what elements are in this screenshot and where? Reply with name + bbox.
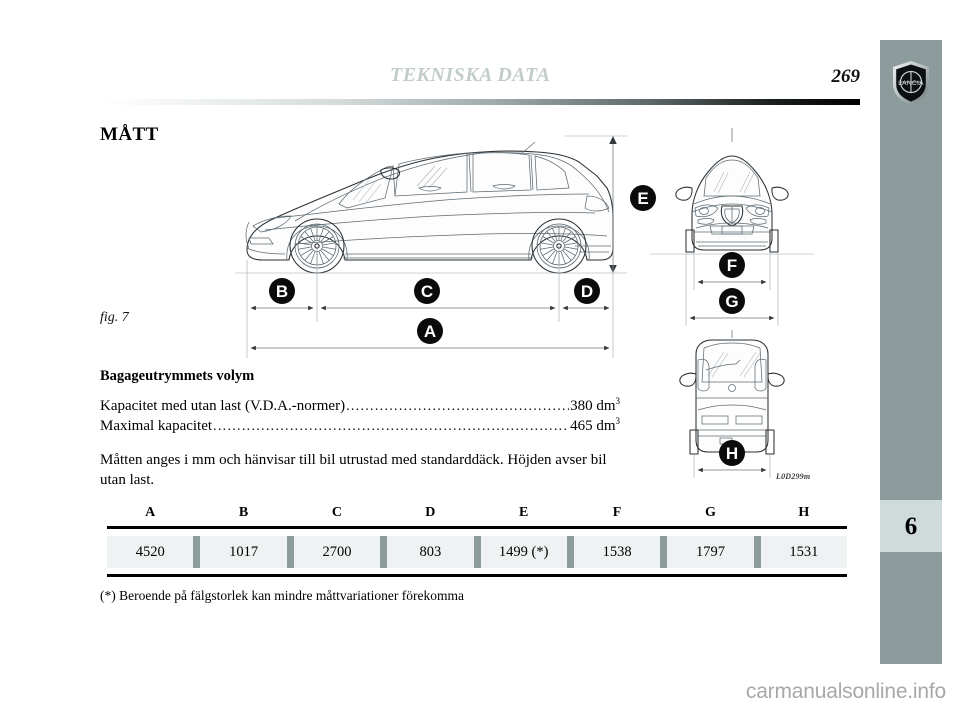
table-divider bbox=[660, 503, 667, 525]
table-footnote: (*) Beroende på fälgstorlek kan mindre m… bbox=[100, 588, 464, 603]
table-divider bbox=[566, 536, 574, 568]
table-divider bbox=[380, 536, 388, 568]
table-cell: 1531 bbox=[760, 536, 847, 568]
svg-text:D: D bbox=[581, 282, 593, 301]
table-divider bbox=[473, 536, 481, 568]
leader-dots: ........................................… bbox=[213, 419, 569, 435]
marker-e: E bbox=[630, 185, 656, 211]
body-text-block: Bagageutrymmets volym Kapacitet med utan… bbox=[100, 368, 620, 505]
marker-c: C bbox=[414, 278, 440, 304]
svg-text:H: H bbox=[726, 444, 738, 463]
table-cell: 4520 bbox=[107, 536, 194, 568]
marker-h: H bbox=[719, 440, 745, 466]
table-divider bbox=[754, 503, 761, 525]
svg-text:E: E bbox=[637, 189, 648, 208]
chapter-sidebar: LANCIA 6 bbox=[880, 40, 942, 664]
table-cell: 1538 bbox=[573, 536, 661, 568]
table-bottom-rule bbox=[107, 574, 847, 577]
svg-text:C: C bbox=[421, 282, 433, 301]
table-header-cell: E bbox=[519, 505, 529, 520]
page-title: TEKNISKA DATA bbox=[390, 64, 551, 86]
table-header-cell: H bbox=[798, 505, 810, 520]
page-header: TEKNISKA DATA 269 bbox=[100, 64, 860, 98]
table-cell: 1797 bbox=[667, 536, 754, 568]
table-header-cell: G bbox=[704, 505, 716, 520]
spec-value: 380 dm3 bbox=[570, 396, 620, 414]
spec-label: Maximal kapacitet bbox=[100, 418, 213, 435]
table-divider bbox=[193, 503, 200, 525]
table-divider bbox=[287, 503, 294, 525]
spec-value: 465 dm3 bbox=[570, 416, 620, 435]
chapter-tab[interactable]: 6 bbox=[880, 500, 942, 552]
table-divider bbox=[474, 503, 481, 525]
table-header-cell: B bbox=[238, 505, 249, 520]
lancia-logo: LANCIA bbox=[891, 60, 931, 106]
table-divider bbox=[193, 536, 201, 568]
figure-caption: fig. 7 bbox=[100, 310, 129, 325]
body-note: Måtten anges i mm och hänvisar till bil … bbox=[100, 452, 607, 488]
marker-f: F bbox=[719, 252, 745, 278]
svg-text:A: A bbox=[424, 322, 436, 341]
table-cell: 803 bbox=[387, 536, 474, 568]
leader-dots: ........................................… bbox=[346, 399, 570, 414]
site-watermark: carmanualsonline.info bbox=[745, 680, 946, 703]
table-top-rule bbox=[107, 526, 847, 529]
table-header-cell: F bbox=[612, 505, 622, 520]
spec-row-max-capacity: Maximal kapacitet ......................… bbox=[100, 416, 620, 436]
table-header-row: A B C D E F G H bbox=[107, 503, 847, 525]
table-cell: 1499 (*) bbox=[480, 536, 567, 568]
page-number: 269 bbox=[831, 66, 861, 87]
table-divider bbox=[380, 503, 387, 525]
header-gradient-rule bbox=[100, 99, 860, 105]
spec-row-capacity-unladen: Kapacitet med utan last (V.D.A.-normer) … bbox=[100, 396, 620, 416]
svg-text:B: B bbox=[276, 282, 288, 301]
spec-label: Kapacitet med utan last (V.D.A.-normer) bbox=[100, 398, 346, 414]
dimensions-figure: .ol { fill:none; stroke:#2a2f33; stroke-… bbox=[230, 118, 855, 488]
table-divider bbox=[286, 536, 294, 568]
marker-d: D bbox=[574, 278, 600, 304]
marker-g: G bbox=[719, 288, 745, 314]
body-subheading: Bagageutrymmets volym bbox=[100, 368, 255, 384]
table-divider bbox=[660, 536, 668, 568]
chapter-number: 6 bbox=[904, 512, 918, 540]
table-header-cell: C bbox=[331, 505, 342, 520]
table-divider bbox=[567, 503, 574, 525]
svg-text:LANCIA: LANCIA bbox=[898, 80, 924, 87]
section-heading: MÅTT bbox=[100, 124, 159, 145]
table-header-cell: A bbox=[145, 505, 156, 520]
marker-b: B bbox=[269, 278, 295, 304]
dimensions-table: A B C D E F G H 4520 1017 2700 803 1499 … bbox=[107, 503, 847, 577]
table-value-row: 4520 1017 2700 803 1499 (*) 1538 1797 15… bbox=[107, 536, 847, 568]
svg-text:F: F bbox=[727, 256, 737, 275]
svg-text:G: G bbox=[725, 292, 738, 311]
marker-a: A bbox=[417, 318, 443, 344]
table-cell: 2700 bbox=[293, 536, 381, 568]
table-divider bbox=[753, 536, 761, 568]
figure-code: L0D299m bbox=[776, 472, 811, 481]
table-header-cell: D bbox=[425, 505, 436, 520]
table-cell: 1017 bbox=[200, 536, 287, 568]
